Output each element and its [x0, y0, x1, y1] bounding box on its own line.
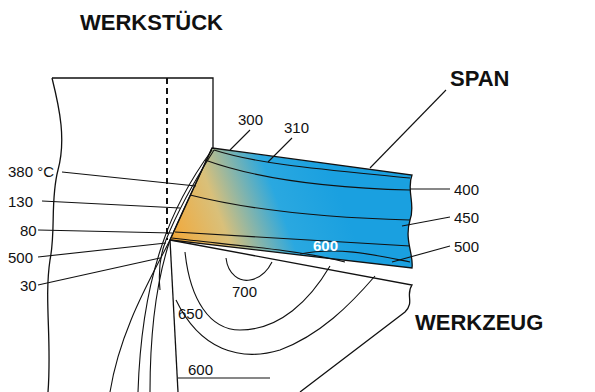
isotherm: [190, 195, 410, 220]
part-name: WERKSTÜCK: [80, 12, 223, 34]
leader-line: [230, 130, 250, 150]
temperature-value: 700: [232, 284, 257, 299]
temperature-value: 310: [284, 120, 309, 135]
leader-line: [62, 172, 196, 186]
temperature-value: 650: [178, 306, 203, 321]
leader-line: [38, 230, 172, 233]
workpiece-edge: [48, 78, 62, 392]
workpiece-outline: [52, 78, 213, 148]
isotherm-600: [176, 276, 375, 354]
leader-line: [268, 138, 292, 162]
isotherm: [175, 232, 410, 246]
chip: [170, 148, 412, 268]
temperature-value: 80: [20, 223, 37, 238]
temperature-value: 400: [454, 182, 479, 197]
temperature-value: 130: [8, 194, 33, 209]
leader-line: [402, 217, 450, 226]
tool-outline: [170, 240, 412, 392]
isotherm: [172, 238, 345, 262]
isotherm: [205, 160, 410, 190]
shear-line: [170, 148, 212, 240]
temperature-value: 600: [188, 362, 213, 377]
tool-flank: [170, 240, 178, 392]
leader-line: [38, 258, 160, 285]
isotherm-600-base: [178, 377, 270, 378]
temperature-value: 30: [20, 278, 37, 293]
temperature-value: 500: [8, 250, 33, 265]
leader-line: [392, 246, 450, 262]
isotherm-700: [226, 258, 272, 280]
workpiece-isotherm: [138, 150, 212, 392]
temperature-value: 450: [454, 210, 479, 225]
temperature-value: 300: [238, 112, 263, 127]
isotherm: [214, 150, 410, 178]
dashed-line: [166, 78, 168, 240]
temperature-value: 380 °C: [8, 164, 54, 179]
leader-line: [410, 188, 450, 189]
workpiece-isotherm: [150, 240, 170, 392]
part-name: WERKZEUG: [415, 312, 543, 334]
isotherm-650: [185, 252, 330, 330]
shear-line: [159, 150, 214, 290]
temperature-value: 500: [454, 239, 479, 254]
leader-line: [38, 243, 166, 257]
part-name: SPAN: [450, 68, 510, 90]
leader-line: [370, 90, 446, 168]
temperature-value: 600: [313, 238, 338, 253]
leader-line: [42, 201, 180, 208]
